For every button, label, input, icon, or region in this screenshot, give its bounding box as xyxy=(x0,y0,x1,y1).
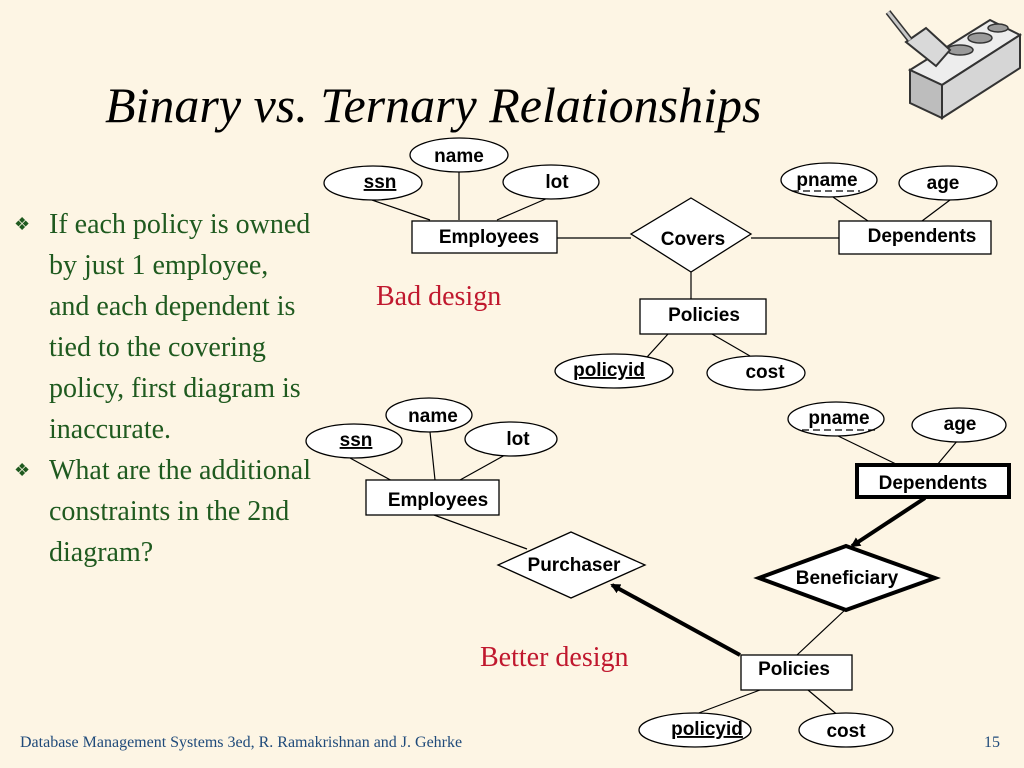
relationship-purchaser-label: Purchaser xyxy=(528,555,622,576)
attr-cost-label: cost xyxy=(745,362,785,383)
bullet-text: If each policy is owned by just 1 employ… xyxy=(49,209,311,445)
attr-name-label: name xyxy=(434,146,484,167)
entity-policies-label: Policies xyxy=(758,659,830,680)
attr-ssn-label: ssn xyxy=(364,172,397,193)
entity-employees xyxy=(411,220,558,254)
entity-employees-label: Employees xyxy=(439,227,539,248)
attr-pname-label: pname xyxy=(808,408,869,429)
bullet-item: ❖ If each policy is owned by just 1 empl… xyxy=(14,204,314,450)
attr-cost xyxy=(706,355,806,391)
attr-lot xyxy=(502,164,600,200)
attr-ssn xyxy=(305,423,403,459)
trowel-and-brick-logo xyxy=(885,10,1023,120)
bullet-item: ❖ What are the additional constraints in… xyxy=(14,450,314,573)
arrow-policies-to-purchaser xyxy=(610,583,741,657)
entity-dependents-label: Dependents xyxy=(879,473,988,494)
attr-ssn xyxy=(323,165,423,201)
attr-age xyxy=(898,165,998,201)
diagram-better-design: name ssn lot pname age policyid cost Emp… xyxy=(305,397,1011,748)
attr-pname xyxy=(787,401,885,437)
attr-policyid-label: policyid xyxy=(573,360,645,381)
attr-age xyxy=(911,407,1007,443)
relationship-purchaser xyxy=(496,531,647,599)
bullet-text: What are the additional constraints in t… xyxy=(49,455,311,568)
attr-lot-label: lot xyxy=(506,429,530,450)
diagram-bad-design: name ssn lot pname age policyid cost Emp… xyxy=(323,137,998,391)
attr-pname xyxy=(780,162,878,198)
attr-pname-label: pname xyxy=(796,170,857,191)
attr-policyid xyxy=(638,712,752,748)
attr-name xyxy=(385,397,473,433)
attr-age-label: age xyxy=(944,414,977,435)
attr-ssn-label: ssn xyxy=(340,430,373,451)
entity-employees xyxy=(365,479,500,516)
bullet-list: ❖ If each policy is owned by just 1 empl… xyxy=(14,204,314,573)
entity-policies-label: Policies xyxy=(668,305,740,326)
footer-citation: Database Management Systems 3ed, R. Rama… xyxy=(20,734,463,751)
attr-cost xyxy=(798,712,894,748)
slide-title: Binary vs. Ternary Relationships xyxy=(105,77,762,133)
better-design-label: Better design xyxy=(480,642,629,673)
attr-policyid-label: policyid xyxy=(671,719,743,740)
relationship-covers xyxy=(629,197,753,273)
entity-dependents xyxy=(838,220,992,255)
four-diamond-bullet-icon: ❖ xyxy=(14,214,31,234)
attr-lot-label: lot xyxy=(545,172,569,193)
attr-cost-label: cost xyxy=(826,721,866,742)
entity-policies xyxy=(740,654,853,691)
entity-dependents xyxy=(855,463,1011,499)
attr-policyid xyxy=(554,353,674,389)
attr-lot xyxy=(464,421,558,457)
entity-policies xyxy=(639,298,767,335)
entity-employees-label: Employees xyxy=(388,490,488,511)
page-number: 15 xyxy=(984,734,1000,751)
four-diamond-bullet-icon: ❖ xyxy=(14,460,31,480)
entity-dependents-label: Dependents xyxy=(868,226,977,247)
bad-design-label: Bad design xyxy=(376,281,502,312)
relationship-covers-label: Covers xyxy=(661,229,725,250)
arrow-dependents-to-beneficiary xyxy=(850,496,927,548)
attr-name xyxy=(409,137,509,173)
relationship-beneficiary-label: Beneficiary xyxy=(796,568,899,589)
attr-age-label: age xyxy=(927,173,960,194)
attr-name-label: name xyxy=(408,406,458,427)
relationship-beneficiary xyxy=(753,543,941,613)
